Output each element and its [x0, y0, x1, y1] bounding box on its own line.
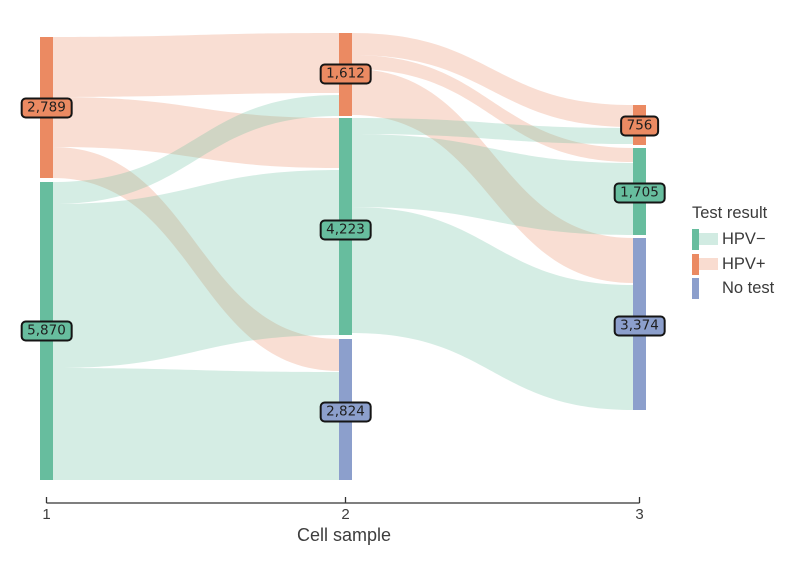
legend: Test result HPV− HPV+ No test — [692, 203, 774, 303]
flow-ribbon — [53, 368, 339, 480]
node-label: 5,870 — [20, 320, 73, 342]
flow-ribbon — [53, 147, 339, 371]
legend-swatch-no-test-icon — [692, 278, 719, 299]
flow-ribbon — [352, 55, 633, 162]
node-label: 4,223 — [319, 219, 372, 241]
flow-ribbon — [352, 118, 633, 144]
legend-label: HPV+ — [722, 254, 766, 273]
legend-swatch-hpv-pos-icon — [692, 253, 719, 275]
node-label: 3,374 — [613, 315, 666, 337]
flow-ribbon — [352, 134, 633, 235]
flow-ribbon — [352, 207, 633, 410]
node-label: 1,612 — [319, 63, 372, 85]
legend-entry-hpv-neg: HPV− — [692, 229, 774, 250]
legend-label: No test — [722, 279, 775, 297]
flow-ribbon — [53, 33, 339, 97]
flow-ribbon — [352, 33, 633, 127]
legend-swatch-hpv-neg-icon — [692, 229, 719, 250]
legend-label: HPV− — [722, 230, 766, 248]
legend-title: Test result — [692, 204, 768, 222]
flow-ribbon — [53, 170, 339, 368]
x-tick-label: 2 — [341, 506, 350, 523]
x-axis-title: Cell sample — [296, 525, 392, 545]
node-label: 1,705 — [613, 182, 666, 204]
legend-entry-hpv-pos: HPV+ — [692, 253, 774, 275]
flow-ribbon — [53, 97, 339, 168]
node-label: 756 — [619, 115, 660, 137]
node-label: 2,824 — [319, 401, 372, 423]
x-tick-label: 3 — [635, 506, 644, 523]
x-tick-label: 1 — [42, 506, 51, 523]
legend-entry-no-test: No test — [692, 278, 774, 299]
flow-ribbon — [352, 69, 633, 283]
node-label: 2,789 — [20, 97, 73, 119]
flow-ribbon — [53, 95, 339, 204]
